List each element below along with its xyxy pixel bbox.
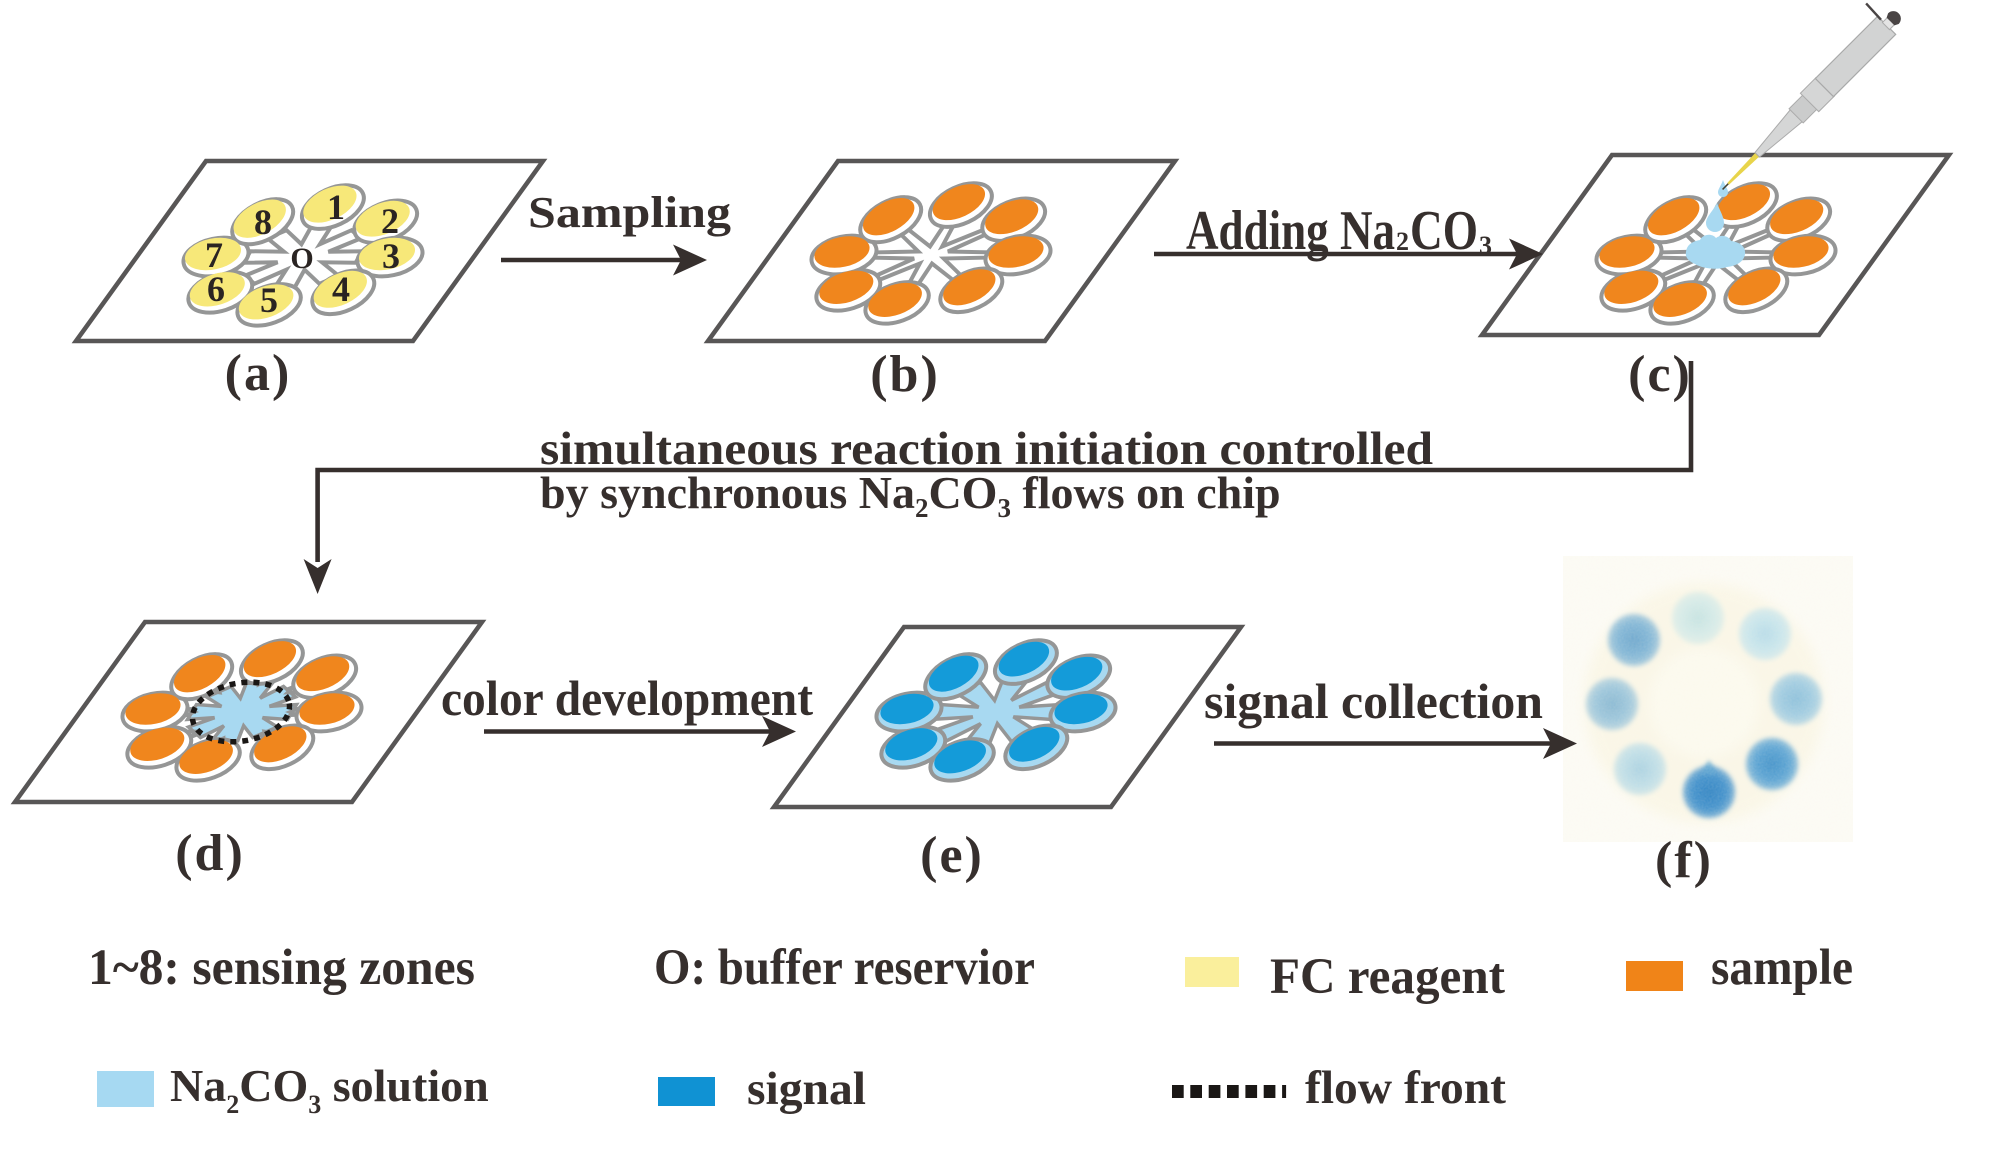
svg-text:(a): (a): [225, 345, 292, 402]
svg-text:flow front: flow front: [1305, 1062, 1506, 1114]
svg-text:1: 1: [327, 187, 345, 227]
svg-text:8: 8: [254, 202, 272, 242]
svg-text:(e): (e): [920, 827, 984, 884]
svg-text:color development: color development: [441, 670, 813, 726]
svg-text:signal collection: signal collection: [1204, 673, 1543, 729]
svg-text:3: 3: [382, 236, 400, 276]
svg-text:CO: CO: [1410, 200, 1478, 262]
svg-text:Na2CO3 solution: Na2CO3 solution: [170, 1060, 489, 1119]
svg-text:1~8: sensing zones: 1~8: sensing zones: [88, 940, 475, 996]
svg-text:by synchronous Na2CO3 flows on: by synchronous Na2CO3 flows on chip: [540, 467, 1281, 523]
svg-text:3: 3: [1479, 231, 1492, 260]
svg-text:4: 4: [332, 269, 350, 309]
svg-text:Sampling: Sampling: [528, 188, 731, 237]
svg-text:(d): (d): [175, 825, 245, 882]
svg-text:Adding Na: Adding Na: [1186, 200, 1395, 262]
svg-text:signal: signal: [747, 1063, 866, 1115]
svg-text:2: 2: [381, 201, 399, 241]
svg-text:(b): (b): [870, 346, 940, 403]
svg-text:FC reagent: FC reagent: [1270, 949, 1505, 1005]
svg-text:simultaneous reaction initiati: simultaneous reaction initiation control…: [540, 423, 1433, 475]
svg-text:6: 6: [207, 269, 225, 309]
svg-text:(f): (f): [1655, 832, 1713, 889]
svg-text:O: buffer reservior: O: buffer reservior: [654, 940, 1035, 996]
svg-text:O: O: [290, 242, 313, 275]
svg-text:(c): (c): [1628, 346, 1692, 403]
svg-text:7: 7: [205, 235, 223, 275]
svg-text:5: 5: [260, 280, 278, 320]
svg-text:2: 2: [1396, 227, 1409, 256]
svg-text:sample: sample: [1711, 940, 1853, 996]
